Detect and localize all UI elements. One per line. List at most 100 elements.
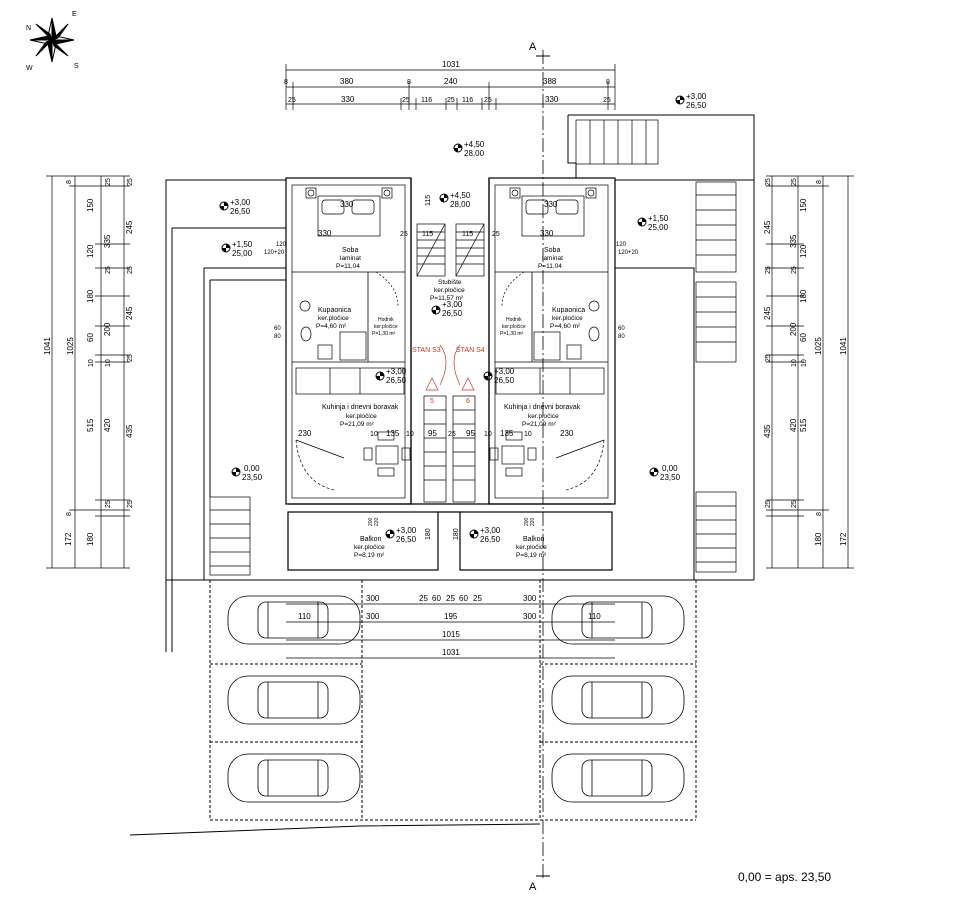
- dim-top-r3-8: 25: [603, 97, 611, 104]
- svg-text:300: 300: [523, 612, 537, 621]
- compass-rose-icon: N E W S: [26, 11, 79, 72]
- svg-text:8: 8: [66, 512, 73, 516]
- svg-text:P=4,60 m²: P=4,60 m²: [316, 323, 347, 330]
- svg-text:P=1,30 m²: P=1,30 m²: [500, 331, 524, 337]
- svg-text:25: 25: [419, 594, 428, 603]
- room-stair: Stubište: [438, 279, 462, 286]
- svg-text:120+20: 120+20: [264, 250, 285, 256]
- svg-text:+1,50: +1,50: [648, 214, 669, 223]
- svg-text:28,00: 28,00: [450, 200, 471, 209]
- svg-text:ker.pločice: ker.pločice: [374, 324, 398, 330]
- svg-text:1031: 1031: [442, 648, 460, 657]
- stair-core: [416, 223, 485, 503]
- svg-text:ker.pločice: ker.pločice: [354, 544, 385, 551]
- level-marker-icon: [453, 143, 463, 153]
- svg-text:25: 25: [765, 354, 772, 362]
- dim-top-r3-7: 330: [545, 95, 559, 104]
- svg-text:60: 60: [274, 326, 281, 332]
- svg-text:10: 10: [88, 359, 95, 367]
- svg-text:25: 25: [127, 354, 134, 362]
- svg-text:180: 180: [425, 528, 432, 540]
- room-balkon-left: Balkon: [360, 536, 382, 543]
- svg-text:300: 300: [523, 594, 537, 603]
- svg-text:245: 245: [125, 306, 134, 320]
- svg-text:80: 80: [274, 334, 281, 340]
- svg-text:P=11,57 m²: P=11,57 m²: [430, 295, 464, 302]
- svg-text:+3,00: +3,00: [480, 526, 501, 535]
- svg-text:95: 95: [428, 429, 437, 438]
- svg-text:60: 60: [432, 594, 441, 603]
- svg-text:172: 172: [839, 532, 848, 546]
- room-kupaonica-right: Kupaonica: [552, 307, 585, 314]
- sink-left-icon: [299, 300, 311, 312]
- svg-text:26,50: 26,50: [494, 376, 515, 385]
- svg-text:23,50: 23,50: [242, 473, 263, 482]
- dim-left-inner: 1025: [66, 337, 75, 355]
- svg-text:8: 8: [66, 180, 73, 184]
- svg-text:P=11,04: P=11,04: [336, 263, 360, 270]
- car-icon: [551, 675, 685, 725]
- svg-text:10: 10: [791, 359, 798, 367]
- svg-text:195: 195: [444, 612, 458, 621]
- car-icon: [551, 753, 685, 803]
- level-marker-icon: [439, 193, 449, 203]
- svg-text:150: 150: [86, 198, 95, 212]
- svg-text:25: 25: [448, 431, 456, 438]
- svg-text:200: 200: [368, 517, 374, 526]
- compass-s: S: [74, 63, 79, 70]
- toilet-left-icon: [300, 326, 312, 342]
- svg-text:P=8,19 m²: P=8,19 m²: [516, 552, 547, 559]
- car-icon: [227, 595, 361, 645]
- svg-text:25: 25: [765, 266, 772, 274]
- svg-text:25: 25: [791, 500, 798, 508]
- svg-text:+3,00: +3,00: [386, 367, 407, 376]
- svg-text:120: 120: [799, 244, 808, 258]
- svg-text:120+20: 120+20: [618, 250, 639, 256]
- room-balkon-right: Balkon: [523, 536, 545, 543]
- svg-text:+3,00: +3,00: [396, 526, 417, 535]
- svg-text:135: 135: [500, 429, 514, 438]
- svg-text:ker.pločice: ker.pločice: [434, 287, 465, 294]
- svg-text:180: 180: [814, 532, 823, 546]
- car-icon: [551, 595, 685, 645]
- svg-text:8: 8: [816, 180, 823, 184]
- svg-text:26,50: 26,50: [230, 207, 251, 216]
- level-marker-icon: [675, 95, 685, 105]
- svg-text:220: 220: [530, 517, 536, 526]
- level-marker-icon: [221, 243, 231, 253]
- car-icon: [227, 675, 361, 725]
- dim-right-inner: 1025: [814, 337, 823, 355]
- building-walls: [285, 177, 616, 571]
- svg-text:25: 25: [127, 500, 134, 508]
- dining-table-right-icon: [501, 445, 525, 465]
- svg-text:25: 25: [765, 178, 772, 186]
- svg-text:P=1,30 m²: P=1,30 m²: [372, 331, 396, 337]
- room-soba-right: Soba: [544, 247, 560, 254]
- svg-text:5: 5: [430, 398, 434, 405]
- svg-text:335: 335: [103, 234, 112, 248]
- compass-e: E: [72, 11, 77, 18]
- svg-text:10: 10: [801, 359, 808, 367]
- svg-text:1015: 1015: [442, 630, 460, 639]
- svg-text:115: 115: [462, 231, 473, 238]
- svg-text:330: 330: [340, 200, 354, 209]
- site-outline: [129, 114, 755, 836]
- room-soba-left: Soba: [342, 247, 358, 254]
- dim-top-r2-5: 8: [606, 79, 610, 86]
- svg-text:+1,50: +1,50: [232, 240, 253, 249]
- svg-text:330: 330: [318, 229, 332, 238]
- left-dimensions: 1041 1025 8 150 120 180 60 10 515 8 172 …: [43, 175, 134, 569]
- svg-text:60: 60: [86, 333, 95, 342]
- dim-top-r3-0: 25: [288, 97, 296, 104]
- svg-text:245: 245: [125, 220, 134, 234]
- dim-top-overall: 1031: [442, 60, 460, 69]
- inner-dimensions: 330 330 330 330 25 115 115 25 115 120 12…: [264, 195, 639, 540]
- car-icon: [227, 753, 361, 803]
- svg-text:25,00: 25,00: [648, 223, 669, 232]
- svg-text:25: 25: [791, 178, 798, 186]
- furniture: [295, 187, 605, 491]
- svg-text:245: 245: [763, 306, 772, 320]
- top-dimensions: 1031 8 380 8 240 388 8 25 330 25 116 25 …: [284, 60, 616, 110]
- svg-text:+3,00: +3,00: [686, 92, 707, 101]
- level-marker-icon: [649, 467, 659, 477]
